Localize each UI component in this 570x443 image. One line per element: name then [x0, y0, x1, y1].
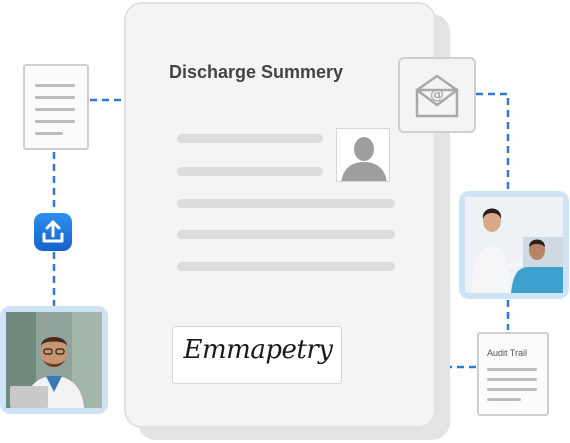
- email-box: @: [398, 57, 476, 133]
- signature: Emmapetry: [183, 335, 333, 365]
- patient-photo-frame: [459, 191, 569, 299]
- document-title: Discharge Summery: [168, 62, 344, 82]
- text-line: [177, 167, 323, 176]
- svg-text:@: @: [430, 87, 444, 103]
- document-icon: [23, 64, 89, 150]
- text-line: [177, 199, 395, 208]
- text-line: [177, 262, 395, 271]
- email-icon: @: [415, 74, 459, 118]
- text-line: [177, 134, 323, 143]
- doctor-photo: [6, 312, 102, 408]
- audit-trail-title: Audit Trail: [487, 348, 528, 358]
- audit-trail-icon: Audit Trail: [477, 332, 549, 416]
- doctor-photo-frame: [0, 306, 108, 414]
- upload-icon: [42, 220, 64, 243]
- signature-box[interactable]: Emmapetry: [172, 326, 342, 384]
- patient-photo-placeholder: [336, 128, 390, 182]
- avatar-placeholder-icon: [341, 137, 387, 181]
- text-line: [177, 230, 395, 239]
- connector-email-to-patient: [476, 92, 510, 192]
- patient-photo: [465, 197, 563, 293]
- upload-button[interactable]: [34, 213, 72, 251]
